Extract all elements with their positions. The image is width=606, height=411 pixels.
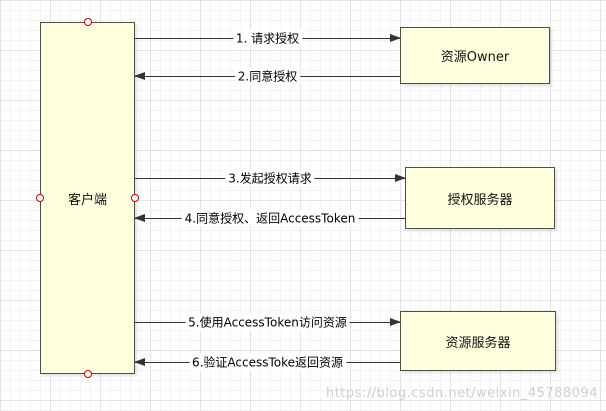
arrowhead-left-icon (134, 358, 145, 366)
arrow-request-auth-label: 1. 请求授权 (232, 29, 303, 47)
connection-point-left-icon (36, 194, 44, 202)
arrowhead-right-icon (395, 174, 406, 182)
connection-point-right-icon (131, 194, 139, 202)
connection-point-top-icon (84, 18, 92, 26)
watermark: https://blog.csdn.net/weixin_45788094 (325, 386, 598, 401)
node-resource-server-label: 资源服务器 (445, 335, 511, 351)
arrow-request-auth: 1. 请求授权 (135, 29, 401, 47)
connection-point-bottom-icon (84, 370, 92, 378)
arrowhead-left-icon (134, 72, 145, 80)
arrowhead-right-icon (390, 318, 401, 326)
node-client-label: 客户端 (67, 192, 107, 208)
arrow-initiate-auth-request: 3.发起授权请求 (135, 169, 406, 187)
arrow-agree-auth-label: 2.同意授权 (234, 67, 301, 85)
arrowhead-left-icon (134, 214, 145, 222)
arrow-verify-return-resource: 6.验证AccessToke返回资源 (134, 353, 400, 371)
node-auth-server-label: 授权服务器 (447, 192, 513, 208)
node-resource-owner-label: 资源Owner (440, 50, 510, 65)
arrow-verify-return-resource-label: 6.验证AccessToke返回资源 (188, 353, 347, 371)
arrow-access-resource-label: 5.使用AccessToken访问资源 (185, 313, 350, 331)
arrow-return-access-token-label: 4.同意授权、返回AccessToken (181, 209, 359, 227)
node-resource-server: 资源服务器 (400, 311, 556, 371)
arrow-return-access-token: 4.同意授权、返回AccessToken (134, 209, 405, 227)
node-auth-server: 授权服务器 (405, 167, 555, 229)
node-resource-owner: 资源Owner (400, 27, 550, 84)
arrowhead-right-icon (390, 34, 401, 42)
arrow-access-resource: 5.使用AccessToken访问资源 (135, 313, 401, 331)
node-client: 客户端 (40, 22, 135, 374)
arrow-initiate-auth-request-label: 3.发起授权请求 (225, 169, 315, 187)
arrow-agree-auth: 2.同意授权 (134, 67, 400, 85)
